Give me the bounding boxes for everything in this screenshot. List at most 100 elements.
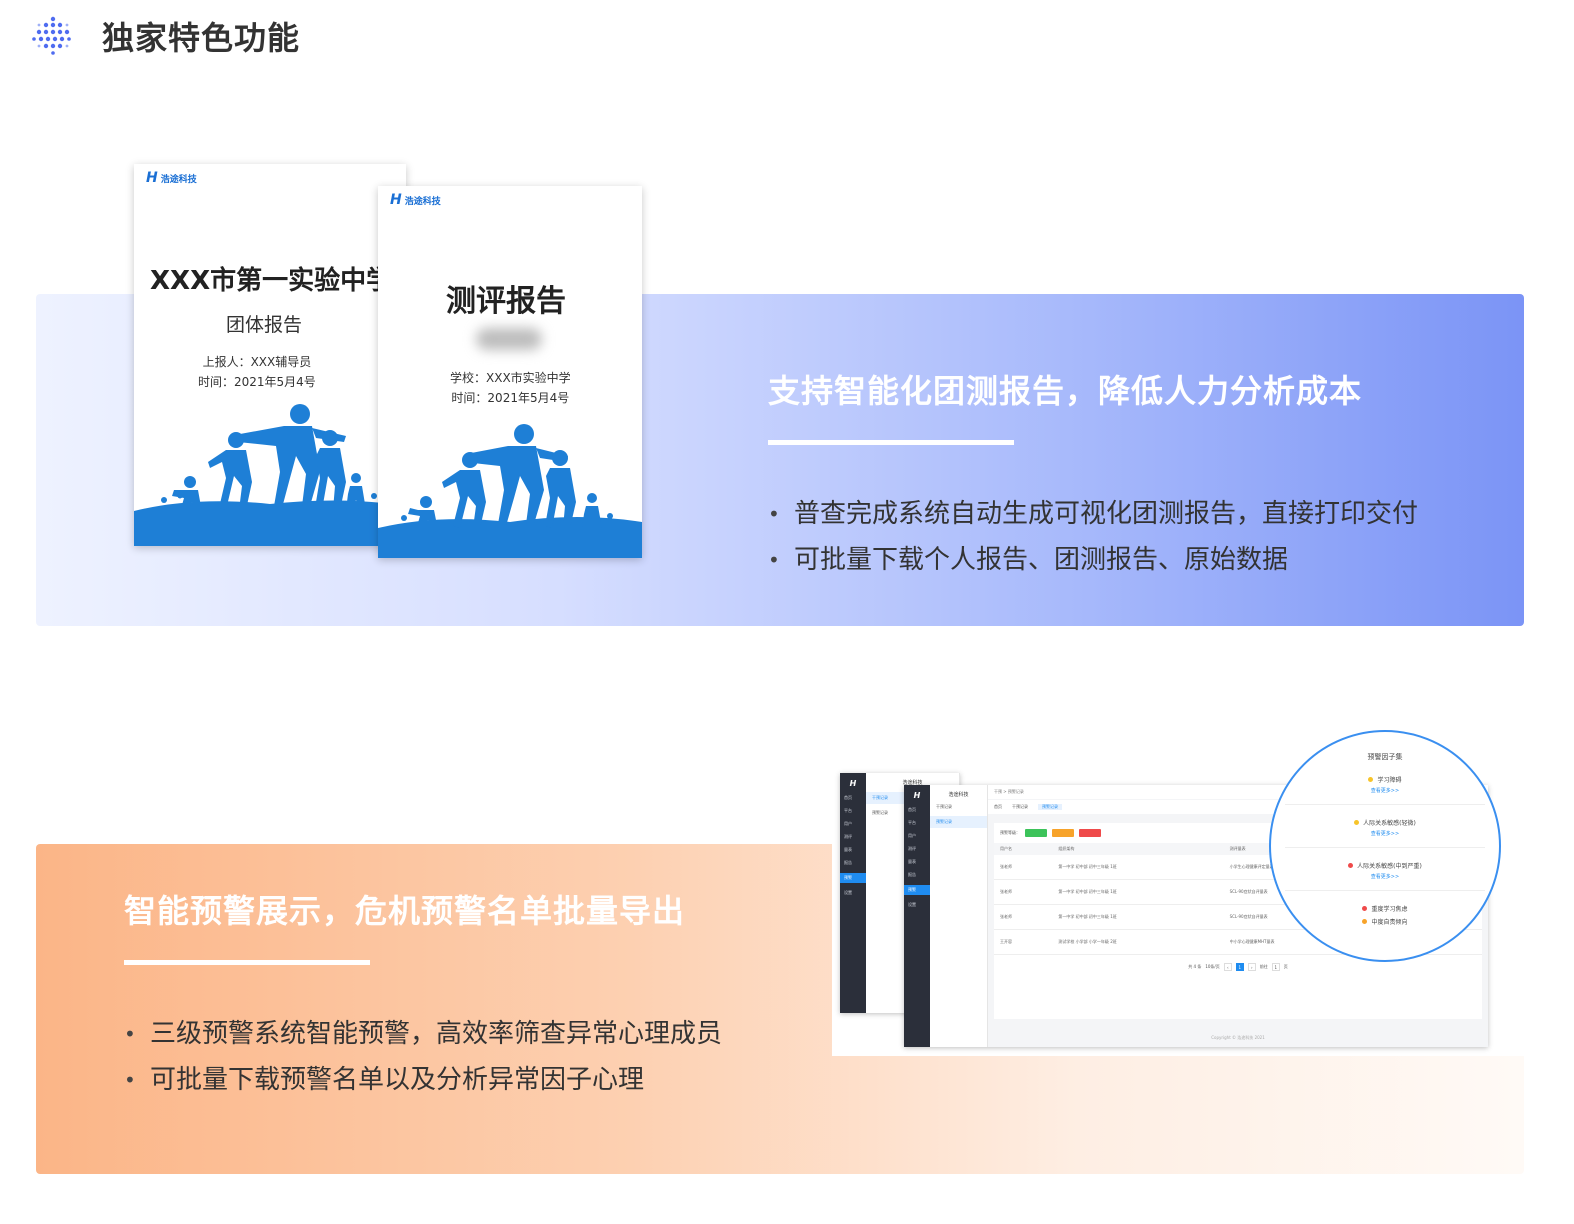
app-brand: 浩途科技 (948, 792, 969, 798)
sidebar-item: 量表 (844, 847, 852, 852)
pagination: 共 4 条 10条/页 ‹ 1 › 前往 1 页 (994, 963, 1482, 971)
divider (1285, 847, 1485, 848)
bullet-text: 普查完成系统自动生成可视化团测报告，直接打印交付 (794, 499, 1419, 529)
brand-logo-icon: H (390, 192, 402, 208)
heading-underline (124, 960, 370, 965)
warning-feature-heading: 智能预警展示，危机预警名单批量导出 (124, 892, 686, 930)
column-header: 用户名 (994, 843, 1053, 855)
sidebar-item: 平台 (908, 820, 916, 825)
bullet-text: 可批量下载预警名单以及分析异常因子心理 (150, 1065, 645, 1095)
cover-school: 学校：XXX市实验中学 (450, 371, 571, 385)
subnav-item: 干预记录 (936, 804, 952, 809)
subnav-item: 预警记录 (872, 810, 888, 815)
sidebar-item: 测评 (844, 834, 852, 839)
chip-moderate (1052, 829, 1074, 837)
warning-filters: 预警等级： (994, 823, 1482, 843)
pager-unit: 页 (1283, 964, 1288, 969)
warning-feature-text: 智能预警展示，危机预警名单批量导出 • 三级预警系统智能预警，高效率筛查异常心理成… (124, 886, 824, 1103)
zoom-item: 人际关系敏感(中到严重) (1271, 861, 1499, 870)
bullet-icon: • (124, 1022, 136, 1046)
warning-factor-zoom: 预警因子集 学习障碍 查看更多>> 人际关系敏感(轻微) 查看更多>> 人际关系… (1269, 730, 1501, 962)
zoom-item-label: 人际关系敏感(中到严重) (1357, 863, 1422, 870)
table-cell: 第一中学 初中部 初中三年级 1班 (1052, 879, 1224, 905)
sidebar-item: 报告 (908, 872, 916, 877)
heading-underline (768, 440, 1014, 445)
zoom-item: 重度学习焦虑 (1271, 904, 1499, 913)
warning-feature-bullets: • 三级预警系统智能预警，高效率筛查异常心理成员 • 可批量下载预警名单以及分析异常… (124, 1011, 824, 1103)
children-silhouette-icon (134, 404, 406, 546)
pager-current: 1 (1235, 963, 1244, 971)
brand-logo: H 浩途科技 (146, 170, 197, 186)
brand-logo-text: 浩途科技 (404, 196, 441, 207)
section-header: 独家特色功能 (30, 14, 300, 58)
app-sidebar: H 首页 平台 用户 测评 量表 报告 预警 设置 (904, 785, 930, 1047)
children-silhouette-icon (378, 424, 642, 558)
report-feature-bullets: •普查完成系统自动生成可视化团测报告，直接打印交付 • 可批量下载个人报告、团测报… (768, 491, 1508, 583)
table-cell: 张老师 (994, 879, 1053, 905)
warning-dot-icon (1348, 863, 1354, 868)
list-item: • 可批量下载个人报告、团测报告、原始数据 (768, 537, 1508, 583)
page-title: 独家特色功能 (102, 19, 301, 57)
app-logo: H (849, 779, 857, 788)
dots-logo-icon (30, 14, 76, 58)
sidebar-item: 设置 (844, 890, 852, 895)
sidebar-item-active: 预警 (840, 873, 866, 883)
pager-goto: 前往 (1259, 964, 1268, 969)
sidebar-item: 首页 (908, 807, 916, 812)
zoom-item: 人际关系敏感(轻微) (1271, 818, 1499, 827)
table-cell: 第一中学 初中部 初中三年级 1班 (1052, 904, 1224, 930)
bullet-icon: • (768, 548, 780, 572)
list-item: • 三级预警系统智能预警，高效率筛查异常心理成员 (124, 1011, 824, 1057)
warning-dot-icon (1368, 777, 1374, 782)
table-cell: 测试学校 小学部 小学一年级 2班 (1052, 929, 1224, 955)
cover-time: 时间：2021年5月4号 (198, 375, 316, 389)
table-cell: 张老师 (994, 904, 1053, 930)
divider (1285, 804, 1485, 805)
app-brand: 浩途科技 (902, 780, 923, 786)
sidebar-item: 平台 (844, 808, 852, 813)
pager-total: 共 4 条 (1188, 964, 1202, 969)
table-cell: 张老师 (994, 855, 1053, 880)
brand-logo: H 浩途科技 (390, 192, 441, 208)
app-sidebar: H 首页 平台 用户 测评 量表 报告 预警 设置 (840, 773, 866, 1013)
sidebar-item: 设置 (908, 902, 916, 907)
tab-intervention: 干预记录 (1012, 804, 1028, 809)
cover-time: 时间：2021年5月4号 (451, 391, 570, 405)
cover-title: 测评报告 (446, 284, 566, 319)
sidebar-item: 首页 (844, 795, 852, 800)
list-item: •普查完成系统自动生成可视化团测报告，直接打印交付 (768, 491, 1508, 537)
pager-next-icon: › (1247, 963, 1256, 971)
group-report-cover: H 浩途科技 XXX市第一实验中学 团体报告 上报人：XXX辅导员 时间：202… (134, 164, 406, 546)
zoom-item: 中度自责倾向 (1271, 917, 1499, 926)
sidebar-item: 用户 (844, 821, 852, 826)
warning-dot-icon (1354, 820, 1360, 825)
app-subnav: 浩途科技 干预记录 预警记录 (930, 785, 988, 1047)
cover-title: XXX市第一实验中学 (150, 266, 393, 296)
zoom-item-link: 查看更多>> (1370, 788, 1400, 794)
table-cell: 第一中学 初中部 初中三年级 1班 (1052, 855, 1224, 880)
brand-logo-icon: H (146, 170, 158, 186)
pager-size: 10条/页 (1205, 964, 1220, 969)
bullet-text: 可批量下载个人报告、团测报告、原始数据 (794, 545, 1289, 575)
pager-page-input: 1 (1271, 963, 1280, 971)
chip-severe (1079, 829, 1101, 837)
brand-logo-text: 浩途科技 (160, 174, 197, 185)
app-copyright: Copyright © 浩途科技 2021 (1211, 1035, 1265, 1040)
subnav-item-active: 预警记录 (930, 816, 987, 828)
bullet-text: 三级预警系统智能预警，高效率筛查异常心理成员 (150, 1019, 723, 1049)
divider (1285, 890, 1485, 891)
zoom-item-link: 查看更多>> (1370, 874, 1400, 880)
warning-dot-icon (1362, 919, 1368, 924)
table-cell: 王开容 (994, 929, 1053, 955)
sidebar-item-active: 预警 (904, 885, 930, 895)
zoom-item-label: 学习障碍 (1377, 777, 1402, 784)
report-feature-heading: 支持智能化团测报告，降低人力分析成本 (768, 372, 1363, 410)
warning-dot-icon (1362, 906, 1368, 911)
tab-warning: 预警记录 (1038, 804, 1062, 810)
bullet-icon: • (124, 1068, 136, 1092)
zoom-item-link: 查看更多>> (1370, 831, 1400, 837)
blurred-name (476, 328, 542, 350)
app-logo: H (913, 791, 921, 800)
tab-home: 首页 (994, 804, 1002, 809)
sidebar-item: 量表 (908, 859, 916, 864)
